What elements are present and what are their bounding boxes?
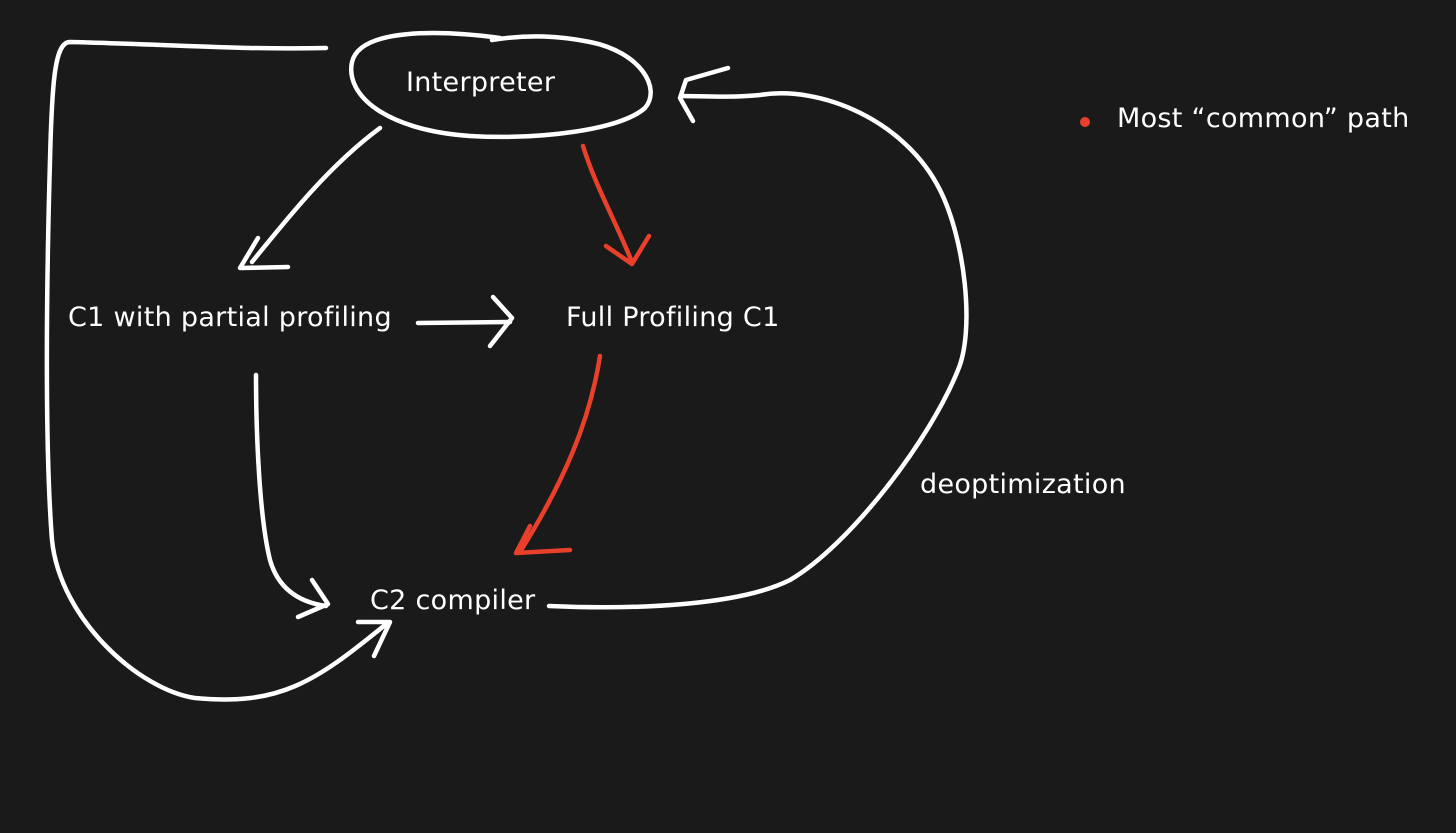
legend-label: Most “common” path: [1117, 103, 1410, 134]
interpreter-node-outline: [348, 30, 653, 140]
edge-interpreter-to-c1-partial: [237, 125, 383, 271]
edge-c1-full-to-c2: [513, 353, 603, 556]
c1-partial-profiling-node: C1 with partial profiling: [68, 302, 392, 333]
edge-c2-deopt-to-interpreter: [546, 65, 969, 610]
edge-c1-partial-to-c1-full: [415, 294, 515, 349]
interpreter-node: Interpreter: [406, 67, 556, 98]
deoptimization-label: deoptimization: [920, 469, 1126, 500]
edge-interpreter-to-c2: [44, 39, 393, 702]
c2-compiler-node: C2 compiler: [370, 585, 536, 616]
legend-marker-dot: [1080, 117, 1090, 127]
c1-full-profiling-node: Full Profiling C1: [566, 302, 780, 333]
edge-c1-partial-to-c2: [253, 372, 331, 620]
edge-interpreter-to-c1-full: [580, 143, 652, 267]
